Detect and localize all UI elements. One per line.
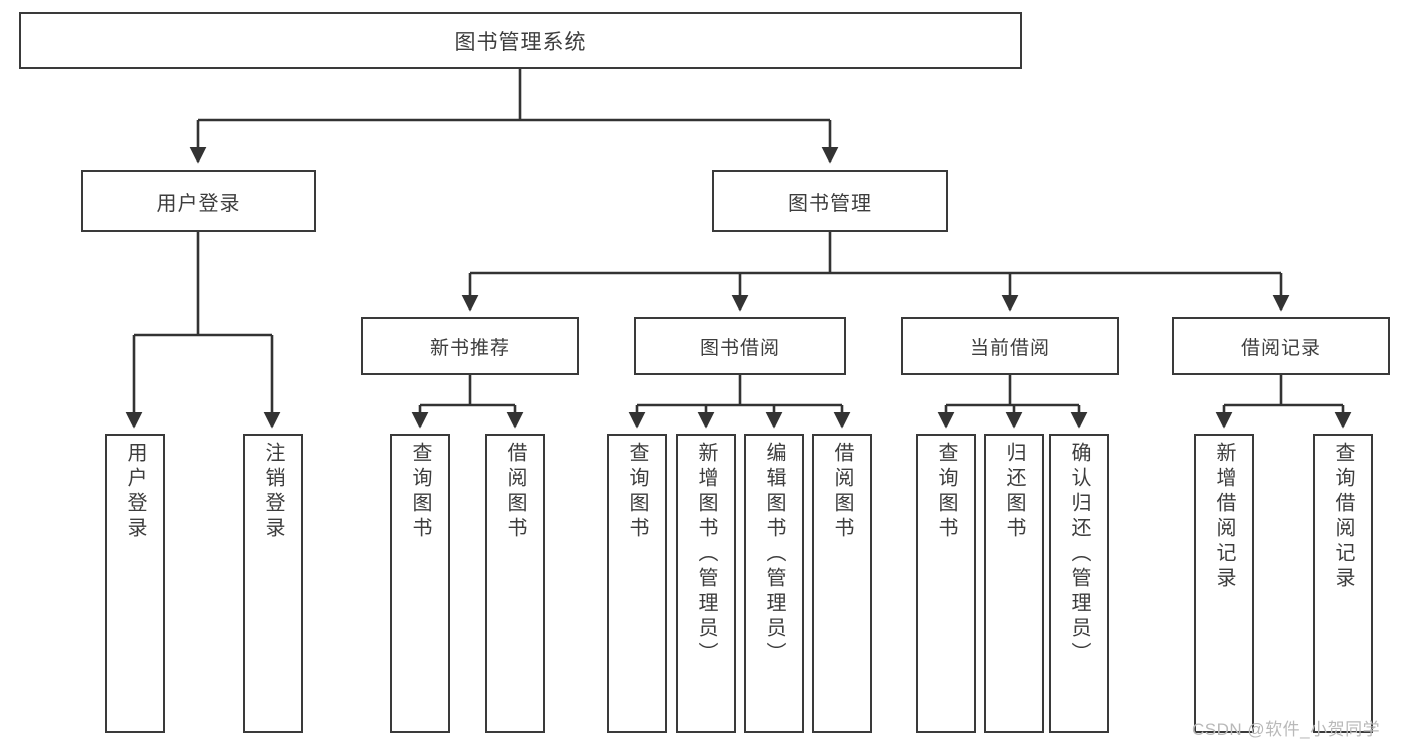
node-level1-book-management[interactable]: 图书管理 [712,170,948,232]
node-label: 新增图书（管理员） [695,442,717,667]
node-label: 新增借阅记录 [1213,442,1235,592]
node-label: 借阅图书 [504,442,526,542]
node-leaf-edit-book-admin[interactable]: 编辑图书（管理员） [744,434,804,733]
node-label: 查询图书 [626,442,648,542]
node-leaf-query-book-recommend[interactable]: 查询图书 [390,434,450,733]
node-label: 图书借阅 [699,337,780,359]
node-root[interactable]: 图书管理系统 [19,12,1022,69]
node-label: 归还图书 [1003,442,1025,542]
node-leaf-query-book-borrow[interactable]: 查询图书 [607,434,667,733]
node-level1-user-login[interactable]: 用户登录 [81,170,316,232]
node-root-label: 图书管理系统 [454,30,587,54]
node-label: 用户登录 [156,192,241,215]
node-level2-new-book-recommend[interactable]: 新书推荐 [361,317,579,375]
node-level2-book-borrow[interactable]: 图书借阅 [634,317,846,375]
node-leaf-borrow-book[interactable]: 借阅图书 [812,434,872,733]
node-label: 注销登录 [262,442,284,542]
csdn-watermark: CSDN @软件_小贺同学 [1192,720,1381,739]
node-leaf-return-book[interactable]: 归还图书 [984,434,1044,733]
node-label: 借阅记录 [1240,337,1321,359]
node-leaf-confirm-return-admin[interactable]: 确认归还（管理员） [1049,434,1109,733]
node-label: 借阅图书 [831,442,853,542]
node-level2-current-borrow[interactable]: 当前借阅 [901,317,1119,375]
node-label: 当前借阅 [969,337,1050,359]
node-label: 查询图书 [935,442,957,542]
node-label: 编辑图书（管理员） [763,442,785,667]
node-label: 确认归还（管理员） [1068,442,1090,667]
node-leaf-add-book-admin[interactable]: 新增图书（管理员） [676,434,736,733]
node-leaf-logout[interactable]: 注销登录 [243,434,303,733]
node-leaf-add-borrow-record[interactable]: 新增借阅记录 [1194,434,1254,733]
node-label: 查询借阅记录 [1332,442,1354,592]
node-label: 查询图书 [409,442,431,542]
node-leaf-query-borrow-record[interactable]: 查询借阅记录 [1313,434,1373,733]
node-leaf-user-login[interactable]: 用户登录 [105,434,165,733]
node-label: 新书推荐 [429,337,510,359]
node-level2-borrow-record[interactable]: 借阅记录 [1172,317,1390,375]
node-leaf-borrow-book-recommend[interactable]: 借阅图书 [485,434,545,733]
node-label: 图书管理 [788,192,872,215]
node-leaf-query-book-current[interactable]: 查询图书 [916,434,976,733]
node-label: 用户登录 [124,442,146,542]
